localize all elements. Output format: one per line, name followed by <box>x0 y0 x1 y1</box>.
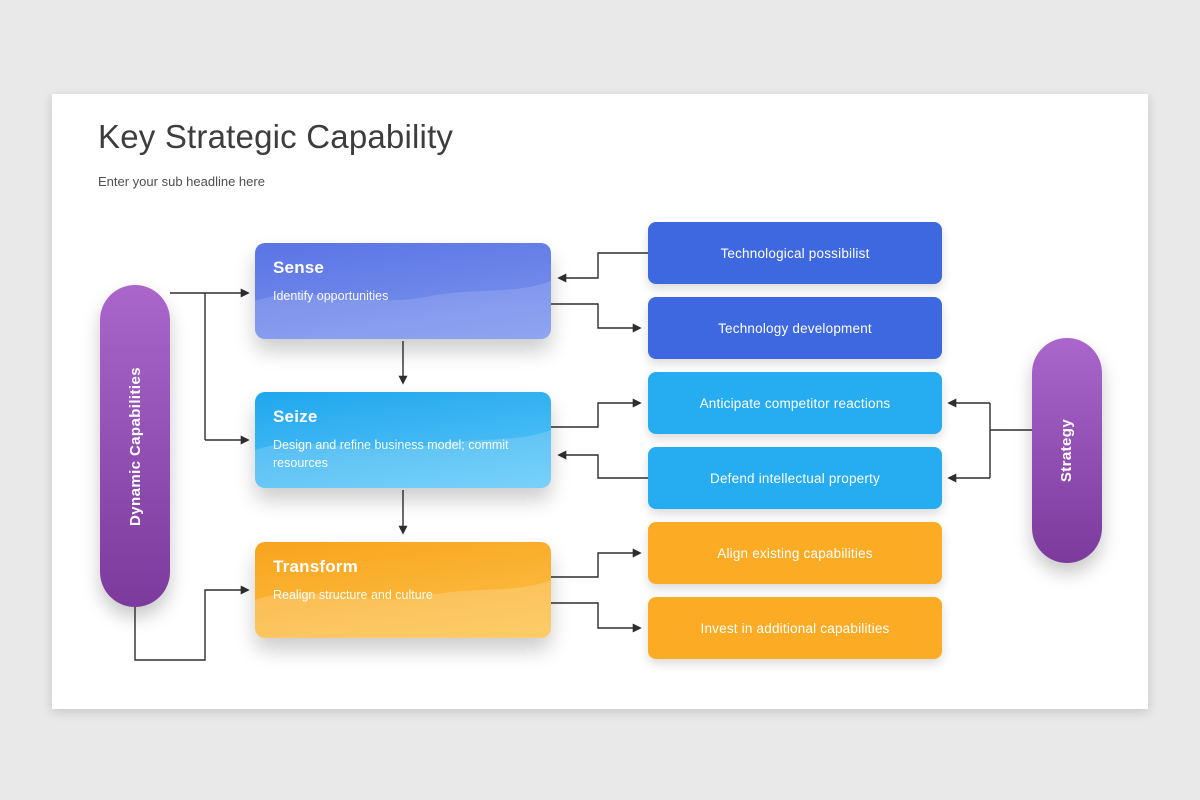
factor-label: Align existing capabilities <box>717 545 873 561</box>
dynamic-capabilities-label: Dynamic Capabilities <box>126 366 144 526</box>
stage-transform: Transform Realign structure and culture <box>255 542 551 638</box>
factor-align-existing-capabilities: Align existing capabilities <box>648 522 942 584</box>
stage-seize-title: Seize <box>273 407 318 426</box>
connector-arrows <box>134 252 1032 661</box>
stage-sense-title: Sense <box>273 258 325 277</box>
stage-sense-description: Identify opportunities <box>273 289 389 303</box>
factor-invest-in-additional-capabilities: Invest in additional capabilities <box>648 597 942 659</box>
factor-technological-possibilist: Technological possibilist <box>648 222 942 284</box>
factor-label: Technology development <box>718 320 872 336</box>
stage-seize: Seize Design and refine business model; … <box>255 392 551 488</box>
factor-label: Defend intellectual property <box>710 470 880 486</box>
strategy-pill: Strategy <box>1032 338 1102 563</box>
factor-label: Anticipate competitor reactions <box>699 395 891 411</box>
stage-transform-description: Realign structure and culture <box>273 588 433 602</box>
factor-technology-development: Technology development <box>648 297 942 359</box>
strategy-label: Strategy <box>1058 418 1076 483</box>
factor-label: Invest in additional capabilities <box>700 620 890 636</box>
factor-defend-intellectual-property: Defend intellectual property <box>648 447 942 509</box>
factor-anticipate-competitor-reactions: Anticipate competitor reactions <box>648 372 942 434</box>
page-title: Key Strategic Capability <box>98 118 454 155</box>
slide-canvas: Key Strategic Capability Enter your sub … <box>52 94 1148 709</box>
factor-label: Technological possibilist <box>720 245 870 261</box>
stage-sense: Sense Identify opportunities <box>255 243 551 339</box>
stage-transform-title: Transform <box>273 557 358 576</box>
dynamic-capabilities-pill: Dynamic Capabilities <box>100 285 170 607</box>
page-subtitle: Enter your sub headline here <box>98 174 265 189</box>
stage-seize-description: Design and refine business model; commit… <box>273 438 509 471</box>
